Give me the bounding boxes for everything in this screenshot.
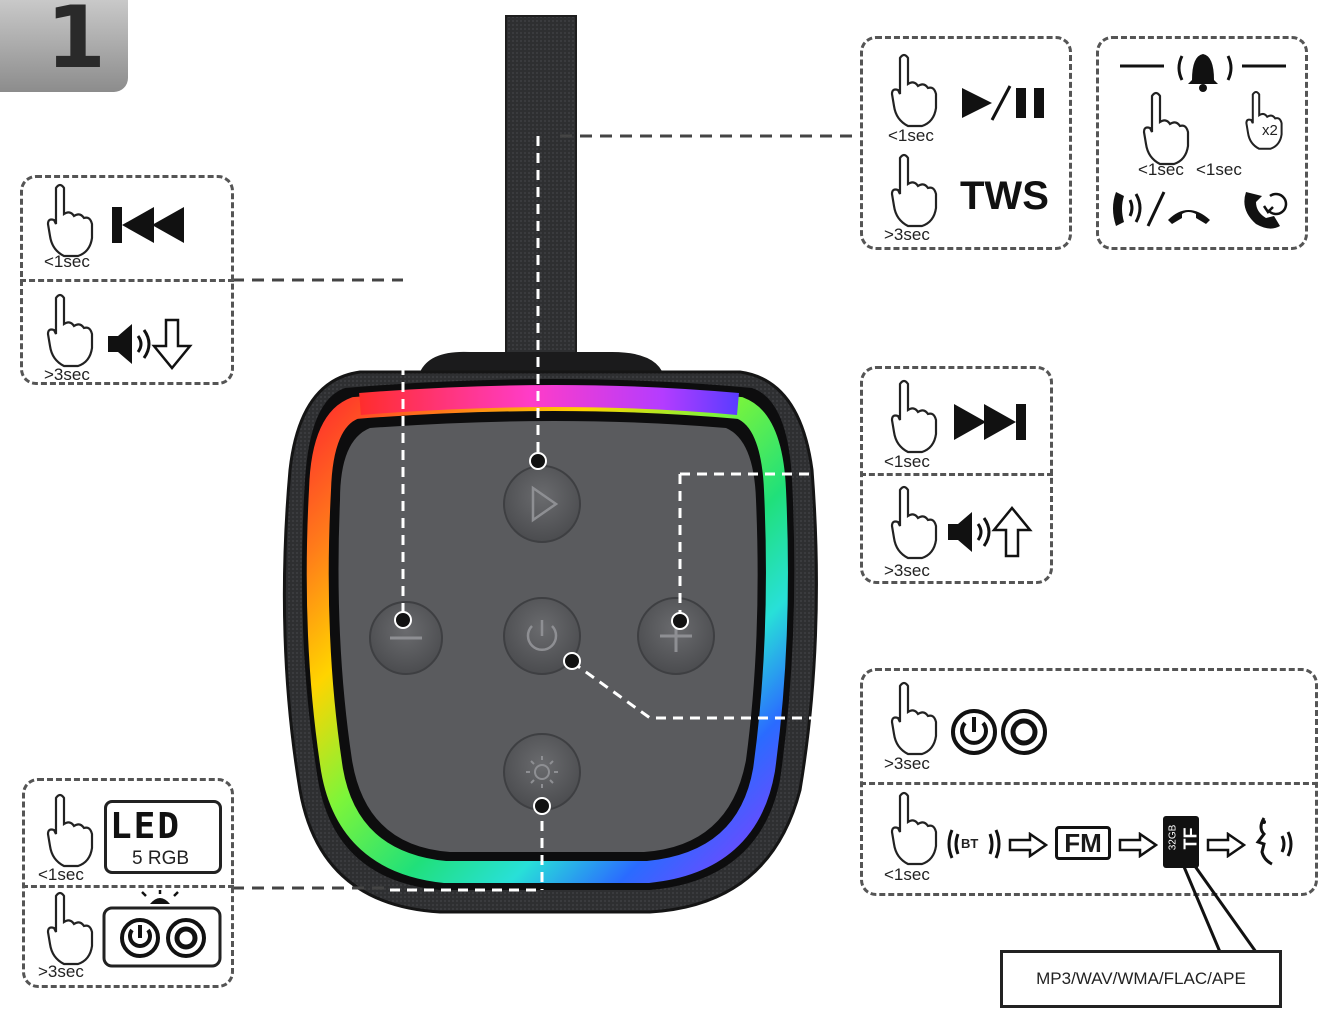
duration-label: <1sec <box>884 865 930 884</box>
previous-track-icon <box>112 207 184 243</box>
tws-label: TWS <box>960 174 1049 218</box>
finger-press-icon <box>890 153 938 228</box>
ringing-bell-icon <box>1120 54 1286 92</box>
duration-label: >3sec <box>884 561 930 580</box>
finger-press-icon <box>890 53 938 128</box>
mode-switch-arrow-icon <box>1008 832 1048 858</box>
rgb-modes-label: 5 RGB <box>132 848 190 869</box>
duration-label: >3sec <box>38 962 84 981</box>
finger-press-icon <box>1142 91 1190 166</box>
finger-press-icon <box>46 183 94 258</box>
play-button[interactable] <box>503 465 581 543</box>
step-badge <box>0 0 128 92</box>
volume-plus-button[interactable] <box>637 597 715 675</box>
led-control-box <box>22 778 234 988</box>
finger-press-icon <box>890 681 938 756</box>
duration-label: >3sec <box>884 754 930 773</box>
voice-icon <box>1255 817 1293 866</box>
redial-icon <box>1244 192 1288 229</box>
light-power-icon <box>102 890 222 968</box>
fm-label: FM <box>1064 827 1102 858</box>
fm-mode-icon: FM <box>1055 826 1111 860</box>
finger-press-icon <box>890 379 938 454</box>
play-tws-box <box>860 36 1072 250</box>
duration-label: <1sec <box>888 126 934 145</box>
finger-press-icon <box>890 791 938 866</box>
double-press-label: x2 <box>1262 122 1278 139</box>
next-track-icon <box>954 404 1026 440</box>
mode-switch-arrow-icon <box>1206 832 1246 858</box>
duration-label: >3sec <box>44 365 90 384</box>
bluetooth-mode-icon <box>947 829 1001 859</box>
duration-label: <1sec <box>1196 160 1242 179</box>
volume-up-icon <box>948 506 1033 558</box>
tf-label: TF <box>1180 827 1201 850</box>
duration-label: <1sec <box>1138 160 1184 179</box>
bt-label: BT <box>961 836 979 851</box>
call-control-box <box>1096 36 1308 250</box>
carry-strap <box>420 15 665 397</box>
finger-press-icon <box>1245 91 1283 150</box>
led-label: LED <box>110 806 182 847</box>
tf-card-icon <box>1163 816 1199 868</box>
finger-press-icon <box>46 293 94 368</box>
tf-capacity-label: 32GB <box>1167 824 1179 851</box>
duration-label: <1sec <box>44 252 90 271</box>
power-on-off-icon <box>951 709 1047 755</box>
led-mode-icon <box>104 800 222 874</box>
finger-press-icon <box>890 485 938 560</box>
volume-minus-button[interactable] <box>369 601 443 675</box>
mode-switch-arrow-icon <box>1118 832 1158 858</box>
audio-formats-label: MP3/WAV/WMA/FLAC/APE <box>1036 969 1246 988</box>
volume-down-icon <box>108 318 193 370</box>
format-callout-lines <box>1180 861 1258 953</box>
duration-label: <1sec <box>884 452 930 471</box>
answer-hangup-icon <box>1113 191 1210 227</box>
power-button[interactable] <box>503 597 581 675</box>
play-pause-icon <box>962 85 1044 121</box>
duration-label: <1sec <box>38 865 84 884</box>
connection-dots <box>394 452 689 815</box>
finger-press-icon <box>46 891 94 966</box>
step-number: 1 <box>46 0 106 88</box>
duration-label: >3sec <box>884 225 930 244</box>
finger-press-icon <box>46 793 94 868</box>
connector-lines <box>390 136 860 892</box>
audio-formats-box: MP3/WAV/WMA/FLAC/APE <box>1000 950 1282 1008</box>
